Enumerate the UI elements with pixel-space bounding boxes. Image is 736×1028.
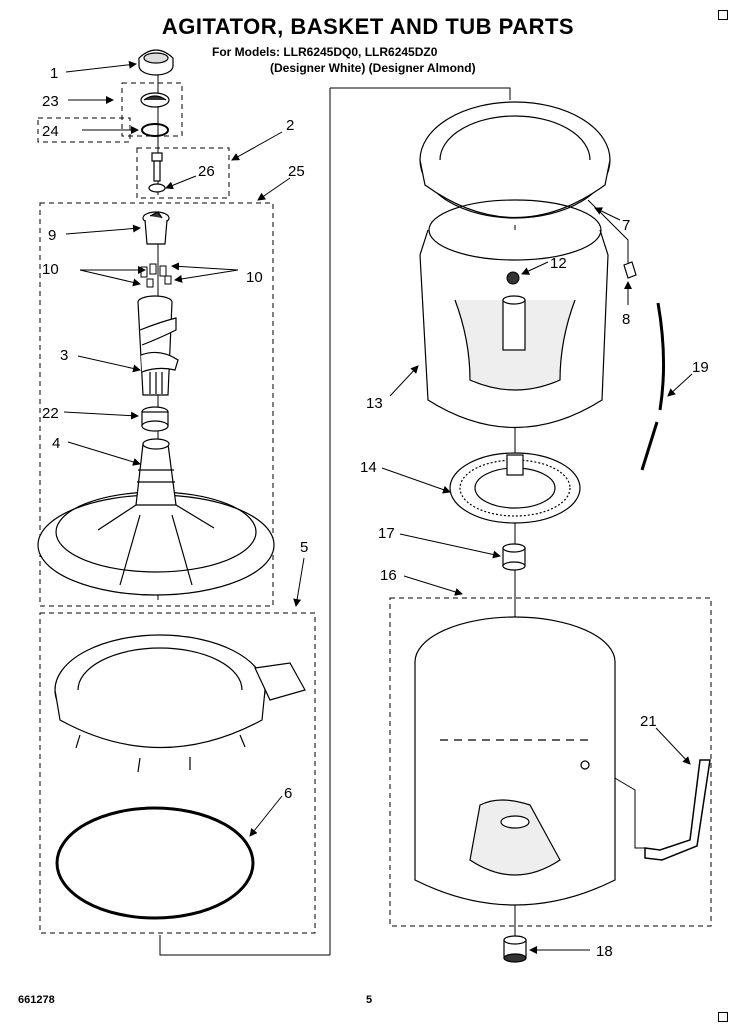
callout-21: 21	[640, 713, 657, 730]
part-tub-hose	[644, 759, 711, 861]
group-box-23	[121, 82, 183, 137]
leader-5	[293, 557, 305, 607]
callout-5: 5	[300, 539, 308, 556]
callout-9: 9	[48, 227, 56, 244]
leader-10d	[174, 269, 239, 283]
leader-22	[63, 411, 139, 420]
callout-2: 2	[286, 117, 294, 134]
callout-3: 3	[60, 347, 68, 364]
part-hub	[449, 452, 581, 524]
models-line: For Models: LLR6245DQ0, LLR6245DZ0	[212, 45, 438, 59]
part-agitator-top	[142, 211, 170, 245]
part-agitator-dogs	[140, 263, 172, 288]
part-agitator-cap	[138, 49, 174, 76]
part-tub-ring-gasket	[55, 806, 255, 920]
leader-4	[67, 441, 141, 466]
group-box-25	[39, 202, 274, 607]
callout-10-right: 10	[246, 269, 263, 286]
callout-1: 1	[50, 65, 58, 82]
callout-25: 25	[288, 163, 305, 180]
leader-19	[667, 373, 693, 397]
callout-7: 7	[622, 217, 630, 234]
leader-3	[77, 355, 141, 373]
registration-mark-top	[718, 10, 728, 20]
group-box-5	[39, 612, 316, 934]
callout-23: 23	[42, 93, 59, 110]
callout-18: 18	[596, 943, 613, 960]
callout-24: 24	[42, 123, 59, 140]
group-box-2	[136, 147, 230, 199]
part-ratchet	[141, 406, 169, 432]
part-hose	[640, 302, 666, 471]
callout-4: 4	[52, 435, 60, 452]
part-o-ring	[141, 123, 169, 137]
leader-16	[403, 575, 463, 596]
callout-6: 6	[284, 785, 292, 802]
part-clip	[623, 261, 637, 279]
leader-21	[655, 727, 691, 765]
leader-14	[381, 467, 451, 494]
callout-14: 14	[360, 459, 377, 476]
registration-mark-bottom	[718, 1012, 728, 1022]
page-title: AGITATOR, BASKET AND TUB PARTS	[161, 14, 575, 39]
callout-19: 19	[692, 359, 709, 376]
part-cap-clip	[140, 92, 170, 108]
callout-12: 12	[550, 255, 567, 272]
variants-line: (Designer White) (Designer Almond)	[270, 61, 476, 75]
part-balance-ring	[419, 101, 611, 219]
part-outer-tub	[414, 616, 616, 906]
part-auger	[137, 295, 179, 396]
document-code: 661278	[18, 994, 55, 1006]
callout-17: 17	[378, 525, 395, 542]
leader-17	[399, 533, 501, 559]
assembly-line-top	[330, 87, 511, 100]
page-number: 5	[366, 994, 373, 1006]
leader-25	[257, 177, 291, 201]
callout-26: 26	[198, 163, 215, 180]
part-basket-nut	[506, 271, 520, 285]
part-basket	[419, 199, 609, 429]
assembly-line-bottom	[159, 935, 330, 956]
leader-10c	[171, 262, 239, 271]
part-drain-nut	[503, 935, 527, 963]
part-tub-seal	[502, 543, 526, 571]
hose-route-line	[597, 767, 645, 849]
callout-8: 8	[622, 311, 630, 328]
part-tub-ring	[54, 634, 306, 773]
leader-26	[165, 175, 197, 190]
part-agitator-base	[37, 438, 275, 596]
leader-12	[521, 261, 549, 275]
leader-13	[389, 365, 419, 397]
leader-9	[65, 224, 141, 235]
leader-1	[65, 60, 137, 73]
callout-10-left: 10	[42, 261, 59, 278]
part-bolt	[148, 152, 166, 193]
leader-2	[231, 131, 283, 161]
leader-7	[594, 207, 621, 221]
group-box-16	[389, 597, 712, 927]
callout-13: 13	[366, 395, 383, 412]
leader-6	[249, 795, 283, 837]
leader-10a	[79, 269, 141, 287]
callout-16: 16	[380, 567, 397, 584]
callout-22: 22	[42, 405, 59, 422]
